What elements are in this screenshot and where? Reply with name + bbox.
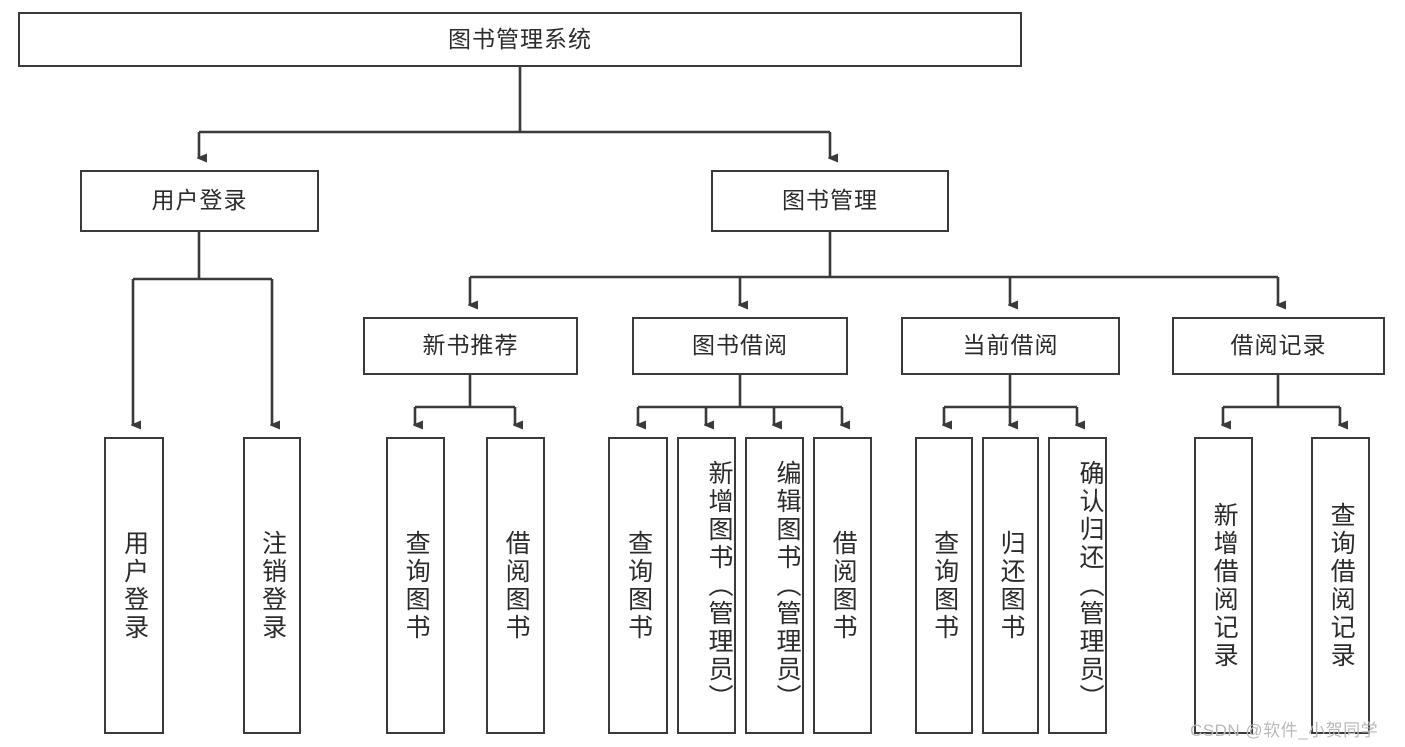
leaf-query-book-3[interactable]: 查询图书 <box>915 437 973 734</box>
node-book-manage-label: 图书管理 <box>782 187 878 214</box>
leaf-add-book-label: 新增图书（管理员） <box>705 459 733 712</box>
node-book-borrow[interactable]: 图书借阅 <box>632 317 848 375</box>
node-borrow-record[interactable]: 借阅记录 <box>1172 317 1385 375</box>
node-user-login[interactable]: 用户登录 <box>80 170 319 232</box>
leaf-confirm-return-label: 确认归还（管理员） <box>1076 459 1104 712</box>
node-root-label: 图书管理系统 <box>448 25 592 52</box>
node-book-manage[interactable]: 图书管理 <box>711 170 949 232</box>
leaf-borrow-book-1[interactable]: 借阅图书 <box>486 437 545 734</box>
node-user-login-label: 用户登录 <box>151 187 248 214</box>
leaf-query-book-3-label: 查询图书 <box>930 529 959 642</box>
node-new-book-rec[interactable]: 新书推荐 <box>363 317 578 375</box>
leaf-add-book[interactable]: 新增图书（管理员） <box>677 437 736 734</box>
leaf-add-record-label: 新增借阅记录 <box>1210 501 1239 670</box>
leaf-borrow-book-2-label: 借阅图书 <box>829 529 858 642</box>
node-root[interactable]: 图书管理系统 <box>18 12 1022 67</box>
leaf-logout-label: 注销登录 <box>258 529 287 642</box>
watermark: CSDN @软件_小贺同学 <box>1190 721 1379 740</box>
leaf-borrow-book-2[interactable]: 借阅图书 <box>813 437 872 734</box>
node-current-borrow[interactable]: 当前借阅 <box>901 317 1120 375</box>
leaf-confirm-return[interactable]: 确认归还（管理员） <box>1048 437 1107 734</box>
leaf-user-login[interactable]: 用户登录 <box>104 437 164 734</box>
leaf-edit-book-label: 编辑图书（管理员） <box>773 459 801 712</box>
node-current-borrow-label: 当前借阅 <box>962 332 1059 359</box>
leaf-query-book-1-label: 查询图书 <box>402 529 431 642</box>
leaf-return-book-label: 归还图书 <box>997 529 1026 642</box>
leaf-user-login-label: 用户登录 <box>120 529 149 642</box>
leaf-query-book-2[interactable]: 查询图书 <box>608 437 668 734</box>
leaf-edit-book[interactable]: 编辑图书（管理员） <box>745 437 804 734</box>
node-new-book-rec-label: 新书推荐 <box>422 332 519 359</box>
leaf-borrow-book-1-label: 借阅图书 <box>502 529 531 642</box>
leaf-query-book-2-label: 查询图书 <box>624 529 653 642</box>
leaf-query-book-1[interactable]: 查询图书 <box>386 437 445 734</box>
leaf-return-book[interactable]: 归还图书 <box>982 437 1039 734</box>
leaf-query-record-label: 查询借阅记录 <box>1327 501 1356 670</box>
leaf-add-record[interactable]: 新增借阅记录 <box>1194 437 1253 734</box>
leaf-logout[interactable]: 注销登录 <box>243 437 301 734</box>
node-borrow-record-label: 借阅记录 <box>1230 332 1327 359</box>
node-book-borrow-label: 图书借阅 <box>692 332 788 359</box>
leaf-query-record[interactable]: 查询借阅记录 <box>1311 437 1370 734</box>
